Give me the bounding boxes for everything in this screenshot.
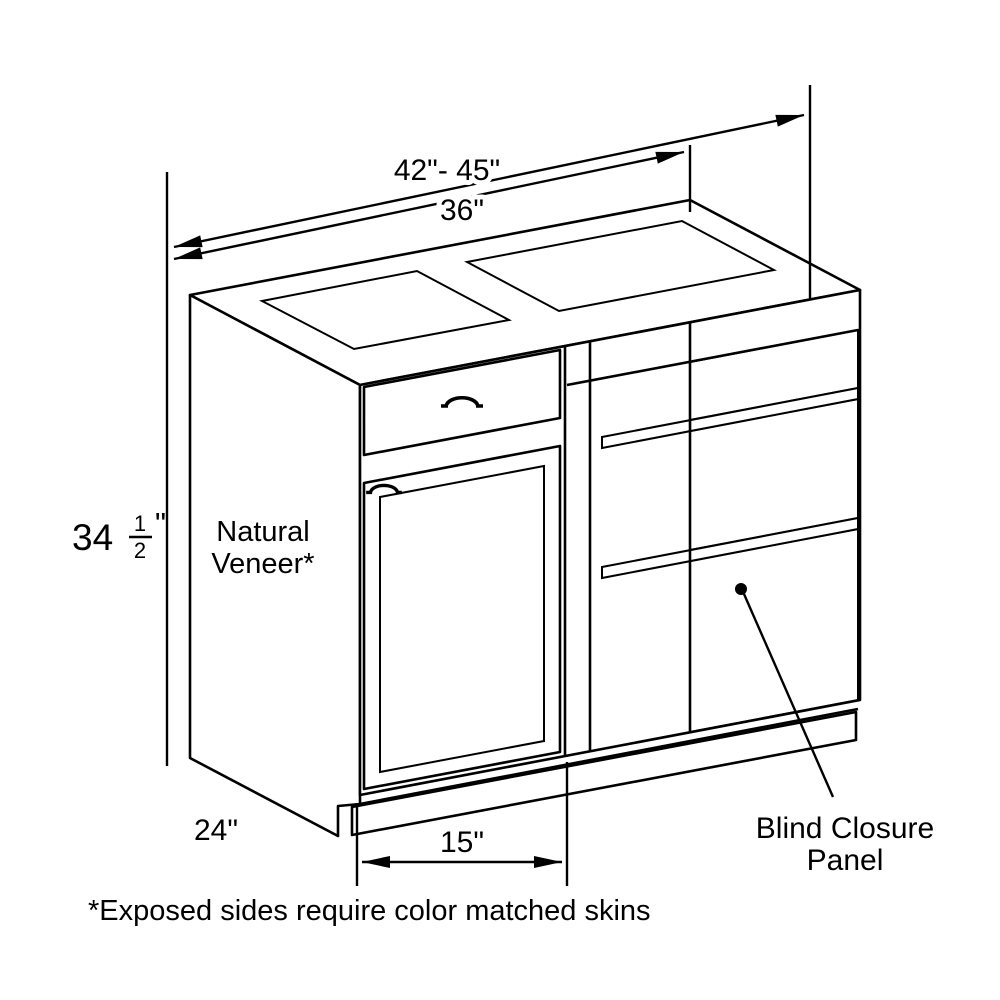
arrowhead-icon: [775, 114, 804, 127]
arrowhead-icon: [174, 247, 203, 260]
top-opening-left: [258, 269, 512, 351]
cabinet-width-dimension-label: 36": [440, 194, 484, 227]
footnote-text: *Exposed sides require color matched ski…: [88, 895, 651, 927]
drawer-front: [362, 348, 562, 457]
height-numerator-text: 1: [134, 511, 146, 536]
door: [362, 444, 562, 791]
top-rail-line: [566, 328, 859, 387]
width-range-dimension-line: [173, 113, 805, 249]
blind-panel-label-line1: Blind Closure: [756, 812, 934, 845]
toe-kick: [350, 710, 858, 837]
height-whole-text: 34: [72, 517, 113, 558]
side-panel-label-line1: Natural: [216, 516, 310, 548]
arrowhead-icon: [174, 235, 203, 248]
width-range-dimension-label: 42"- 45": [394, 154, 500, 187]
leader-dot: [735, 583, 747, 595]
cabinet-width-dimension-line: [173, 150, 685, 261]
cabinet-width-dimension: [173, 150, 685, 261]
leader-line: [742, 593, 835, 798]
blind-panel-label: Blind Closure Panel: [756, 812, 934, 877]
bottom-rail-line: [359, 707, 859, 806]
side-panel-label: Natural Veneer*: [211, 516, 314, 580]
arrowhead-icon: [655, 151, 684, 164]
drawer-handle: [441, 395, 483, 408]
arrowhead-icon: [362, 856, 390, 868]
door-inner-panel: [379, 464, 545, 774]
side-panel-label-line2: Veneer*: [211, 548, 314, 580]
door-handle: [366, 483, 402, 495]
blind-panel-label-line2: Panel: [807, 844, 884, 877]
arrowhead-icon: [534, 856, 562, 868]
height-denominator-text: 2: [134, 538, 146, 563]
top-opening-right: [464, 219, 777, 313]
shelf-upper: [601, 386, 859, 450]
height-dimension-label: 34 1 2 ": [72, 506, 166, 563]
door-width-dimension-label: 15": [440, 826, 484, 859]
shelf-lower: [601, 516, 859, 580]
door-width-dimension: [355, 762, 569, 886]
depth-dimension-label: 24": [194, 814, 238, 847]
height-unit-text: ": [155, 506, 166, 541]
width-range-dimension: [173, 113, 805, 249]
